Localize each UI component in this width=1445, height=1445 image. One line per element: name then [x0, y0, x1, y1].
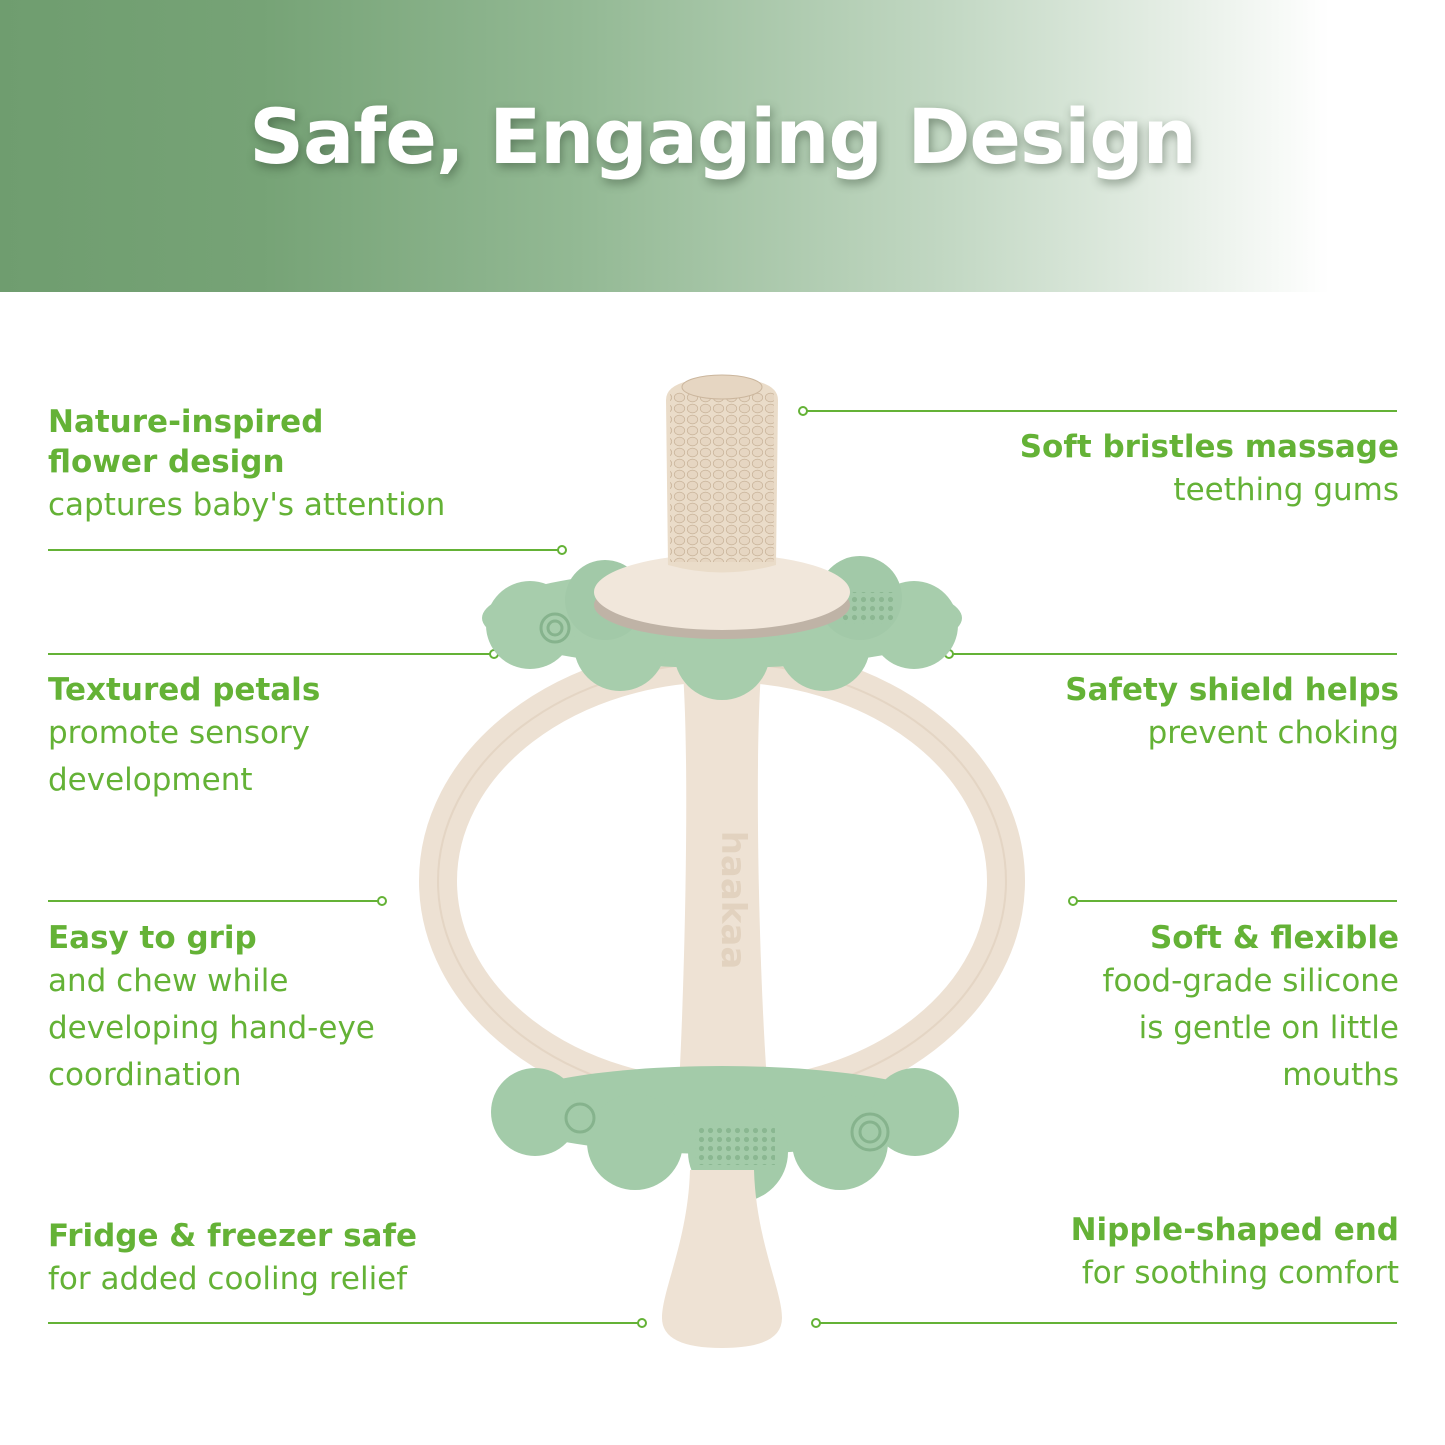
feature-soft-bristles: Soft bristles massage teething gums	[1020, 427, 1399, 514]
nipple-shaped-end	[662, 1170, 782, 1348]
callout-dot-right-1	[798, 406, 808, 416]
feature-text: captures baby's attention	[48, 487, 446, 523]
feature-text: for soothing comfort	[1081, 1255, 1399, 1291]
toothbrush-illustration: haakaa	[419, 374, 1025, 1348]
feature-heading: Easy to grip	[48, 920, 257, 956]
feature-text: promote sensory	[48, 715, 311, 751]
feature-text: mouths	[1282, 1057, 1399, 1093]
feature-textured-petals: Textured petals promote sensory developme…	[48, 670, 320, 804]
feature-nipple-end: Nipple-shaped end for soothing comfort	[1071, 1210, 1399, 1297]
feature-text: development	[48, 762, 253, 798]
feature-heading: Nature-inspired	[48, 404, 324, 440]
feature-heading: Fridge & freezer safe	[48, 1218, 417, 1254]
feature-heading: Safety shield helps	[1065, 672, 1399, 708]
feature-text: prevent choking	[1147, 715, 1399, 751]
feature-heading: flower design	[48, 444, 285, 480]
feature-text: and chew while	[48, 963, 289, 999]
header-banner: Safe, Engaging Design	[0, 0, 1445, 292]
callout-dot-left-1	[557, 545, 567, 555]
feature-soft-flexible: Soft & flexible food-grade silicone is ge…	[1103, 918, 1399, 1099]
handle-stem	[676, 660, 772, 1130]
feature-heading: Textured petals	[48, 672, 321, 708]
callout-dot-right-3	[1068, 896, 1078, 906]
feature-text: food-grade silicone	[1102, 963, 1399, 999]
feature-safety-shield: Safety shield helps prevent choking	[1065, 670, 1399, 757]
feature-fridge-safe: Fridge & freezer safe for added cooling …	[48, 1216, 417, 1303]
bristles	[670, 392, 774, 562]
feature-text: developing hand-eye	[48, 1010, 375, 1046]
feature-text: is gentle on little	[1138, 1010, 1399, 1046]
feature-heading: Nipple-shaped end	[1070, 1212, 1399, 1248]
feature-flower-design: Nature-inspired flower design captures ba…	[48, 402, 445, 529]
feature-heading: Soft bristles massage	[1019, 429, 1399, 465]
feature-text: teething gums	[1173, 472, 1399, 508]
callout-dot-right-4	[811, 1318, 821, 1328]
feature-easy-grip: Easy to grip and chew while developing ha…	[48, 918, 375, 1099]
brand-mark: haakaa	[713, 831, 753, 970]
callout-dot-left-3	[377, 896, 387, 906]
feature-heading: Soft & flexible	[1149, 920, 1399, 956]
callout-dot-left-4	[637, 1318, 647, 1328]
feature-text: for added cooling relief	[48, 1261, 408, 1297]
safety-shield	[594, 554, 850, 630]
feature-text: coordination	[48, 1057, 242, 1093]
banner-title: Safe, Engaging Design	[249, 92, 1197, 181]
